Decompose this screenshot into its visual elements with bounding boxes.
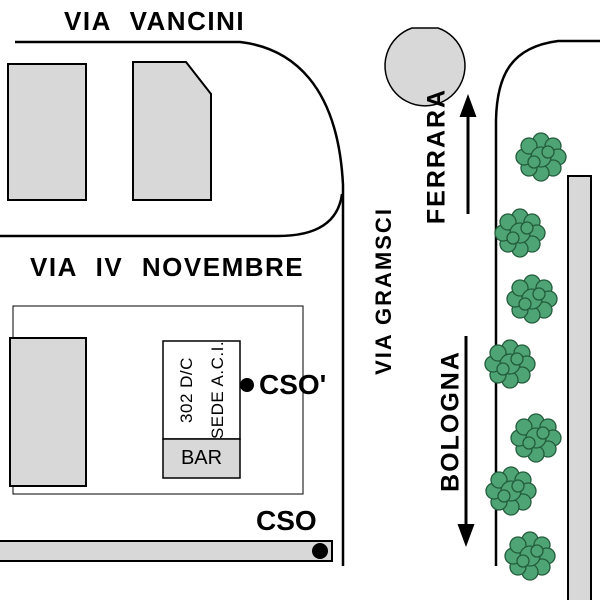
road-lines bbox=[0, 39, 600, 566]
direction-label-ferrara: FERRARA bbox=[422, 87, 451, 225]
cso-lower-dot bbox=[312, 543, 328, 559]
cso-upper-label: CSO' bbox=[259, 369, 327, 400]
road-line-vancini-gramsci-west bbox=[15, 40, 345, 566]
bush-icon bbox=[485, 466, 537, 516]
buildings bbox=[7, 61, 212, 487]
arrow-down-icon bbox=[457, 336, 475, 547]
street-label-via-vancini: VIA VANCINI bbox=[64, 6, 246, 36]
building-block-c bbox=[9, 337, 87, 487]
building-block-a bbox=[7, 63, 87, 201]
bar-label: BAR bbox=[180, 447, 223, 469]
bush-icon bbox=[504, 531, 556, 581]
bush-icon bbox=[510, 413, 562, 463]
direction-label-bologna: BOLOGNA bbox=[436, 350, 465, 492]
street-label-via-iv-novembre: VIA IV NOVEMBRE bbox=[30, 252, 305, 282]
piazza-circle bbox=[384, 27, 466, 107]
cso-lower-label: CSO bbox=[256, 505, 317, 536]
bush-icon bbox=[494, 208, 546, 258]
bush-icon bbox=[506, 274, 558, 324]
arrow-up-icon bbox=[459, 94, 477, 214]
road-line-gramsci-east bbox=[494, 39, 600, 566]
right-road-strip bbox=[567, 175, 592, 600]
building-block-b bbox=[132, 61, 212, 201]
cso-upper-dot bbox=[240, 378, 254, 392]
sede-aci-building bbox=[162, 340, 241, 440]
road-line-iv-novembre bbox=[0, 193, 344, 238]
bush-icon bbox=[515, 132, 567, 182]
bar-building bbox=[162, 438, 241, 479]
sede-aci-label-line1: 302 D/C bbox=[177, 357, 196, 423]
sede-aci-label-line2: SEDE A.C.I. bbox=[208, 340, 227, 440]
bottom-road-strip bbox=[0, 540, 333, 562]
bush-icon bbox=[484, 339, 536, 389]
street-label-via-gramsci: VIA GRAMSCI bbox=[371, 207, 396, 375]
